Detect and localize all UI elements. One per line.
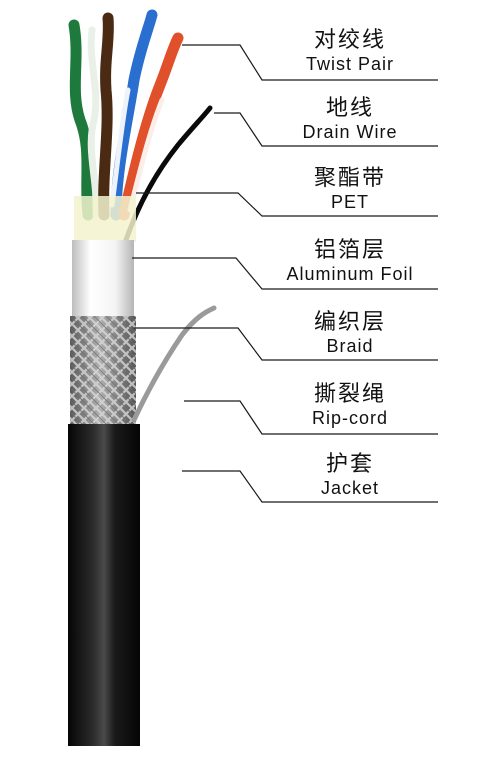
green-wire (68, 19, 94, 221)
label-jacket: 护套 Jacket (262, 452, 438, 498)
label-braid-en: Braid (326, 336, 374, 356)
label-aluminum-foil: 铝箔层 Aluminum Foil (262, 238, 438, 284)
label-aluminum-foil-cn: 铝箔层 (313, 238, 386, 263)
label-drain-wire-en: Drain Wire (302, 122, 398, 142)
rip-cord-line (131, 305, 217, 423)
leader-jacket (182, 470, 438, 503)
green-white-wire (87, 26, 100, 219)
label-aluminum-foil-en: Aluminum Foil (286, 264, 414, 284)
blue-white-wire (109, 87, 131, 208)
twist-pair-wires (68, 9, 184, 221)
label-rip-cord-cn: 撕裂绳 (313, 382, 386, 407)
label-drain-wire-cn: 地线 (325, 96, 374, 121)
blue-wire (110, 9, 158, 221)
label-braid: 编织层 Braid (262, 310, 438, 356)
orange-wire (118, 32, 184, 221)
label-pet: 聚酯带 PET (262, 166, 438, 212)
leader-braid (134, 327, 438, 361)
aluminum-foil-band (72, 240, 134, 318)
braid-weave (70, 316, 136, 426)
label-rip-cord: 撕裂绳 Rip-cord (262, 382, 438, 428)
label-twist-pair: 对绞线 Twist Pair (262, 28, 438, 74)
label-twist-pair-en: Twist Pair (305, 54, 394, 74)
leader-aluminum-foil (132, 257, 438, 290)
drain-wire-line (123, 105, 213, 243)
label-drain-wire: 地线 Drain Wire (262, 96, 438, 142)
leader-twist-pair (182, 44, 438, 81)
label-pet-en: PET (330, 192, 369, 212)
label-jacket-en: Jacket (320, 478, 380, 498)
label-rip-cord-en: Rip-cord (311, 408, 389, 428)
leader-drain-wire (214, 112, 438, 147)
brown-wire (98, 12, 114, 221)
pet-band (74, 196, 136, 242)
jacket-body (68, 424, 140, 746)
label-pet-cn: 聚酯带 (313, 166, 386, 191)
label-braid-cn: 编织层 (313, 310, 386, 335)
leader-lines (132, 44, 438, 503)
label-twist-pair-cn: 对绞线 (313, 28, 386, 53)
leader-rip-cord (184, 400, 438, 435)
label-jacket-cn: 护套 (325, 452, 374, 477)
leader-pet (136, 192, 438, 217)
